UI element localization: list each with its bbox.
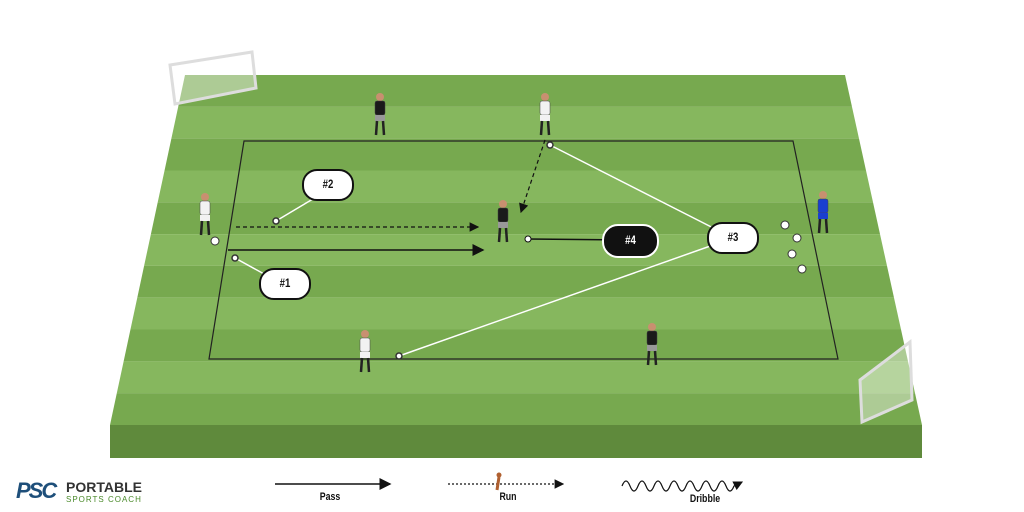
pitch-stripe <box>144 234 887 266</box>
legend-dribble-line <box>621 480 744 492</box>
legend-run-label: Run <box>499 491 517 503</box>
ball <box>210 236 220 246</box>
logo-name: PORTABLE <box>66 479 142 495</box>
pitch-stripe <box>171 106 859 139</box>
ball <box>780 220 790 230</box>
pitch-stripe <box>137 265 895 298</box>
pitch-stripes <box>110 75 922 425</box>
callout-2-label: #2 <box>322 177 334 191</box>
playing-area <box>208 140 839 360</box>
pitch-stripe <box>130 297 902 330</box>
pitch-stripe <box>178 75 852 107</box>
ball <box>797 264 807 274</box>
player <box>199 193 211 236</box>
pitch-stripe <box>164 138 866 171</box>
callout-2 <box>302 169 354 201</box>
ball <box>787 249 797 259</box>
legend-pass-label: Pass <box>319 491 341 503</box>
pitch-stripe <box>123 329 909 362</box>
callout-3-label: #3 <box>727 230 739 244</box>
player <box>359 330 371 373</box>
callout-3 <box>707 222 759 254</box>
logo-mark: PSC <box>16 478 57 503</box>
logo-sub: SPORTS COACH <box>66 495 142 504</box>
pitch-stripe <box>157 170 873 203</box>
player <box>817 191 829 234</box>
player <box>497 200 509 243</box>
run-arrow <box>519 139 546 214</box>
pitch-stripe <box>116 361 916 394</box>
pitch-stripe <box>150 202 881 235</box>
player <box>646 323 658 366</box>
callout-4-label: #4 <box>625 233 636 247</box>
pitch-side <box>110 425 922 458</box>
ball <box>792 233 802 243</box>
goal-bottom-right <box>858 339 914 425</box>
player <box>374 93 386 136</box>
legend-runner-icon <box>495 472 502 491</box>
goal-top-left <box>168 50 258 106</box>
legend-dribble-label: Dribble <box>689 493 721 505</box>
callout-4 <box>602 224 659 258</box>
callout-1 <box>259 268 311 300</box>
pitch-stripe <box>110 393 922 425</box>
callout-1-label: #1 <box>279 276 291 290</box>
player <box>539 93 551 136</box>
